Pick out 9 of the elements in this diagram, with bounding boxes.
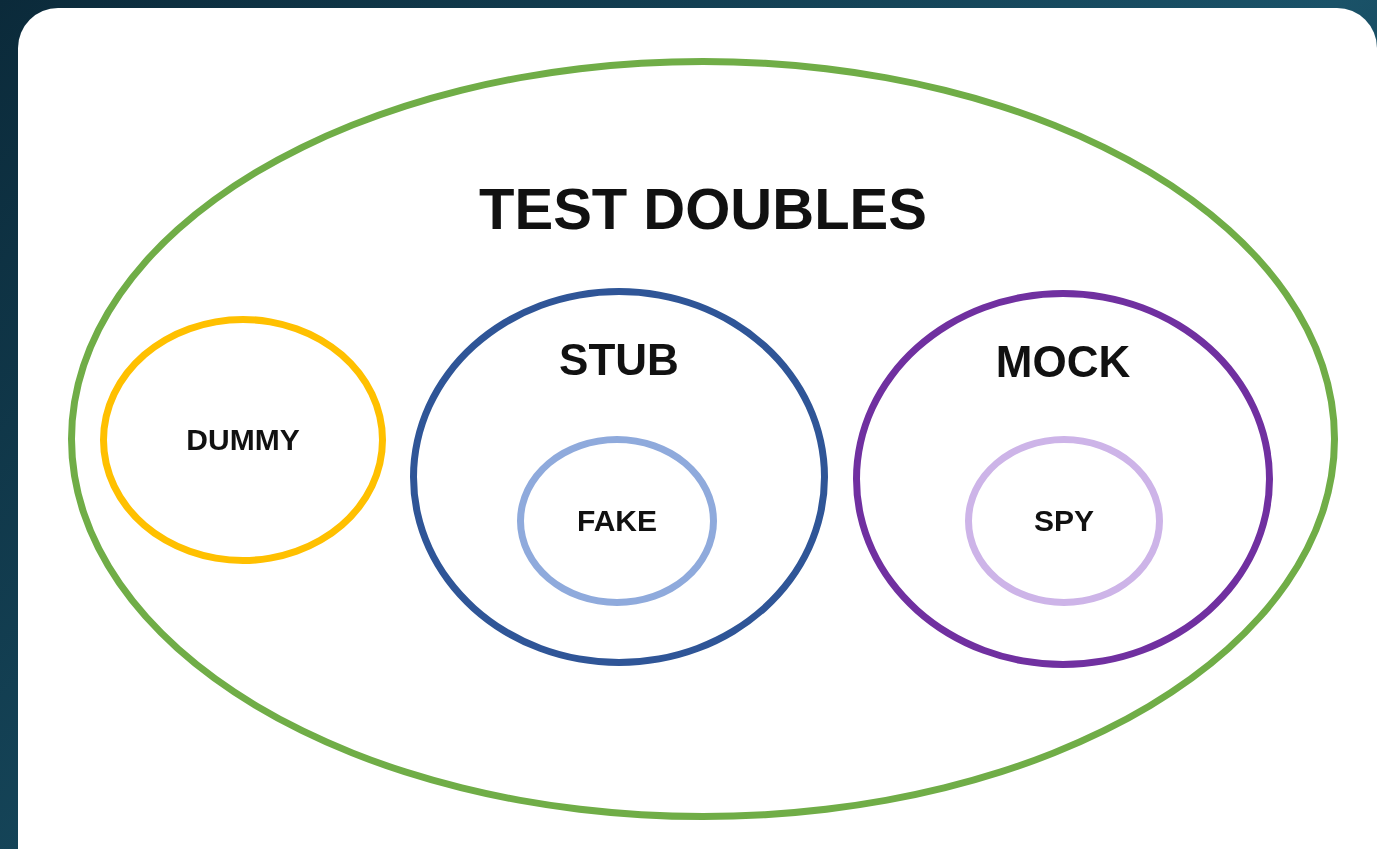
set-ellipse: FAKE: [517, 436, 717, 606]
set-ellipse: SPY: [965, 436, 1163, 606]
set-ellipse: [68, 58, 1338, 820]
set-ellipse: [410, 288, 828, 666]
set-label: MOCK: [995, 337, 1131, 387]
set-ellipse: [853, 290, 1273, 668]
set-label: STUB: [559, 335, 679, 385]
set-label: TEST DOUBLES: [479, 175, 927, 242]
set-ellipse: DUMMY: [100, 316, 386, 564]
